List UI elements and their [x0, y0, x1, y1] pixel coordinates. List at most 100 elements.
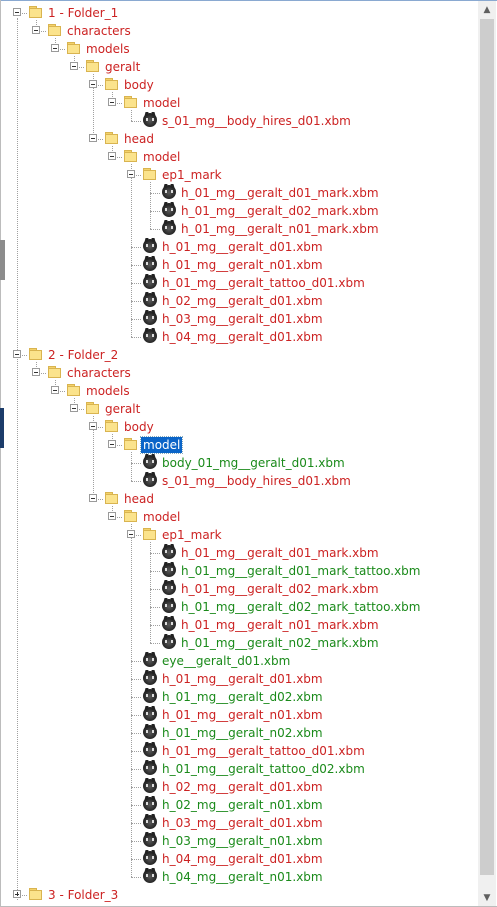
expander-icon[interactable]	[13, 350, 21, 358]
cat-eyes-decoration	[146, 244, 154, 247]
tree-connector	[131, 110, 132, 121]
tree-file-node[interactable]: h_01_mg__geralt_d02_mark_tattoo.xbm	[0, 598, 478, 616]
folder-icon	[29, 6, 43, 18]
tree-file-node[interactable]: body_01_mg__geralt_d01.xbm	[0, 454, 478, 472]
tree-connector	[150, 571, 160, 572]
tree-file-node[interactable]: h_01_mg__geralt_n02.xbm	[0, 724, 478, 742]
expander-icon[interactable]	[108, 512, 116, 520]
tree-folder-node[interactable]: characters	[0, 22, 478, 40]
cat-eyes-decoration	[165, 208, 173, 211]
expander-icon[interactable]	[51, 44, 59, 52]
tree-folder-node[interactable]: model	[0, 148, 478, 166]
tree-file-node[interactable]: h_01_mg__geralt_d01_mark.xbm	[0, 544, 478, 562]
texture-file-icon	[143, 455, 157, 469]
scroll-up-button[interactable]: ▲	[478, 1, 496, 18]
tree-folder-node[interactable]: head	[0, 130, 478, 148]
folder-label: model	[143, 150, 181, 164]
folder-icon-body	[143, 170, 156, 180]
cat-eyes-decoration	[165, 586, 173, 589]
tree-file-node[interactable]: h_01_mg__geralt_n01.xbm	[0, 256, 478, 274]
scrollbar-thumb[interactable]	[480, 19, 494, 875]
tree-file-node[interactable]: h_01_mg__geralt_d02_mark.xbm	[0, 202, 478, 220]
tree-folder-node[interactable]: geralt	[0, 58, 478, 76]
vertical-scrollbar[interactable]: ▲ ▼	[478, 1, 496, 906]
tree-file-node[interactable]: h_01_mg__geralt_d01_mark_tattoo.xbm	[0, 562, 478, 580]
expander-icon[interactable]	[13, 8, 21, 16]
tree-file-node[interactable]: h_01_mg__geralt_n01.xbm	[0, 706, 478, 724]
folder-icon-body	[29, 350, 42, 360]
tree-file-node[interactable]: h_01_mg__geralt_d02_mark.xbm	[0, 580, 478, 598]
tree-connector	[74, 56, 75, 67]
tree-file-node[interactable]: h_04_mg__geralt_d01.xbm	[0, 328, 478, 346]
tree-file-node[interactable]: h_01_mg__geralt_d01.xbm	[0, 238, 478, 256]
tree-connector	[131, 164, 132, 337]
background-window-edge	[0, 408, 4, 448]
tree-file-node[interactable]: h_01_mg__geralt_tattoo_d01.xbm	[0, 742, 478, 760]
expander-icon[interactable]	[13, 890, 21, 898]
expander-icon[interactable]	[89, 80, 97, 88]
expander-icon[interactable]	[127, 530, 135, 538]
tree-folder-node[interactable]: model	[0, 508, 478, 526]
tree-connector	[150, 607, 160, 608]
tree-folder-node[interactable]: model	[0, 436, 478, 454]
tree-file-node[interactable]: h_03_mg__geralt_n01.xbm	[0, 832, 478, 850]
cat-eyes-decoration	[146, 676, 154, 679]
tree-connector	[131, 121, 141, 122]
tree-file-node[interactable]: s_01_mg__body_hires_d01.xbm	[0, 112, 478, 130]
tree-file-node[interactable]: h_02_mg__geralt_d01.xbm	[0, 292, 478, 310]
expander-icon[interactable]	[70, 62, 78, 70]
tree-folder-node[interactable]: 2 - Folder_2	[0, 346, 478, 364]
folder-icon-body	[48, 368, 61, 378]
tree-file-node[interactable]: s_01_mg__body_hires_d01.xbm	[0, 472, 478, 490]
tree-file-node[interactable]: h_01_mg__geralt_d02.xbm	[0, 688, 478, 706]
tree-connector	[131, 877, 141, 878]
folder-label: body	[124, 420, 154, 434]
tree-file-node[interactable]: eye__geralt_d01.xbm	[0, 652, 478, 670]
expander-icon[interactable]	[108, 152, 116, 160]
tree-folder-node[interactable]: ep1_mark	[0, 526, 478, 544]
expander-icon[interactable]	[108, 98, 116, 106]
tree-file-node[interactable]: h_01_mg__geralt_d01_mark.xbm	[0, 184, 478, 202]
tree-connector	[55, 38, 56, 49]
tree-file-node[interactable]: h_01_mg__geralt_n02_mark.xbm	[0, 634, 478, 652]
tree-file-node[interactable]: h_03_mg__geralt_d01.xbm	[0, 310, 478, 328]
tree-folder-node[interactable]: geralt	[0, 400, 478, 418]
tree-folder-node[interactable]: body	[0, 418, 478, 436]
tree-file-node[interactable]: h_03_mg__geralt_d01.xbm	[0, 814, 478, 832]
expander-icon[interactable]	[51, 386, 59, 394]
tree-folder-node[interactable]: body	[0, 76, 478, 94]
folder-icon	[48, 24, 62, 36]
tree-file-node[interactable]: h_04_mg__geralt_d01.xbm	[0, 850, 478, 868]
tree-file-node[interactable]: h_04_mg__geralt_n01.xbm	[0, 868, 478, 886]
folder-icon	[105, 420, 119, 432]
tree-folder-node[interactable]: head	[0, 490, 478, 508]
chevron-down-icon: ▼	[483, 892, 491, 903]
tree-folder-node[interactable]: models	[0, 382, 478, 400]
tree-folder-node[interactable]: model	[0, 94, 478, 112]
expander-icon[interactable]	[108, 440, 116, 448]
texture-file-icon	[143, 779, 157, 793]
expander-icon[interactable]	[89, 422, 97, 430]
tree-connector	[131, 661, 141, 662]
tree-file-node[interactable]: h_01_mg__geralt_n01_mark.xbm	[0, 220, 478, 238]
expander-icon[interactable]	[32, 368, 40, 376]
tree-folder-node[interactable]: ep1_mark	[0, 166, 478, 184]
scroll-down-button[interactable]: ▼	[478, 889, 496, 906]
expander-icon[interactable]	[89, 134, 97, 142]
expander-icon[interactable]	[70, 404, 78, 412]
tree-file-node[interactable]: h_01_mg__geralt_tattoo_d02.xbm	[0, 760, 478, 778]
tree-file-node[interactable]: h_02_mg__geralt_d01.xbm	[0, 778, 478, 796]
expander-icon[interactable]	[89, 494, 97, 502]
tree-folder-node[interactable]: 3 - Folder_3	[0, 886, 478, 904]
tree-file-node[interactable]: h_01_mg__geralt_tattoo_d01.xbm	[0, 274, 478, 292]
tree-connector	[150, 643, 160, 644]
expander-icon[interactable]	[127, 170, 135, 178]
tree-file-node[interactable]: h_01_mg__geralt_d01.xbm	[0, 670, 478, 688]
tree-file-node[interactable]: h_02_mg__geralt_n01.xbm	[0, 796, 478, 814]
tree-folder-node[interactable]: characters	[0, 364, 478, 382]
tree-file-node[interactable]: h_01_mg__geralt_n01_mark.xbm	[0, 616, 478, 634]
expander-icon[interactable]	[32, 26, 40, 34]
tree-folder-node[interactable]: 1 - Folder_1	[0, 4, 478, 22]
tree-folder-node[interactable]: models	[0, 40, 478, 58]
